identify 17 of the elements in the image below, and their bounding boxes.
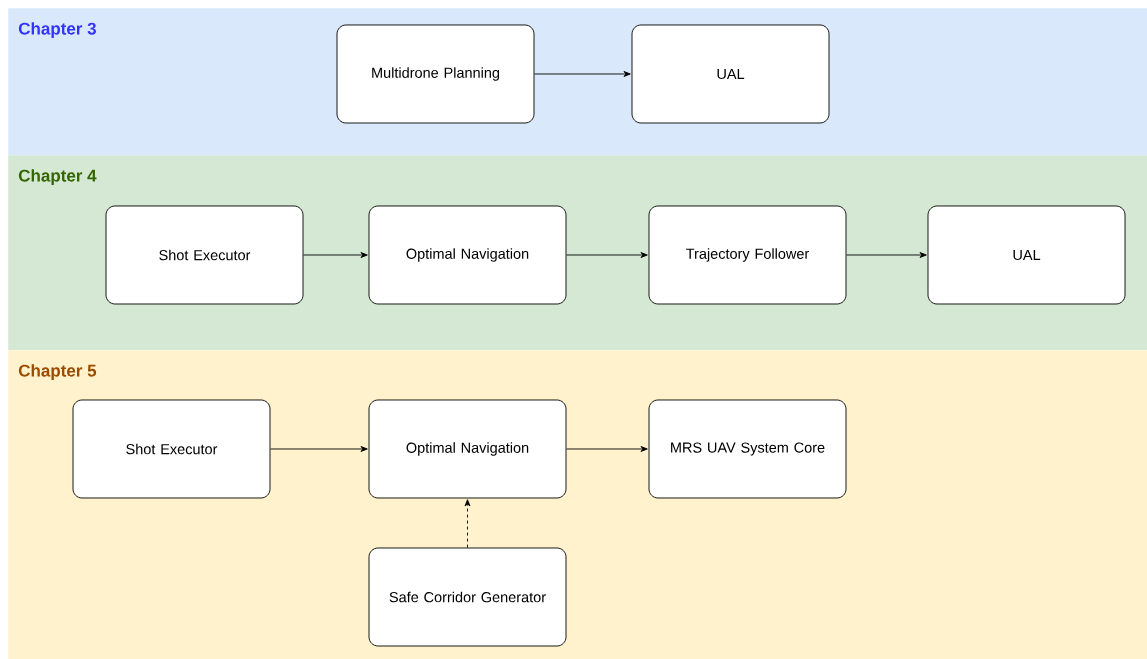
process-box: Shot Executor: [72, 399, 271, 499]
process-box: Shot Executor: [105, 205, 304, 305]
arrow: [534, 71, 631, 77]
process-box: Multidrone Planning: [336, 24, 535, 124]
process-box: UAL: [927, 205, 1126, 305]
process-box: Optimal Navigation: [368, 205, 567, 305]
arrow: [270, 446, 368, 452]
process-box: UAL: [631, 24, 830, 124]
arrow: [566, 446, 648, 452]
arrow: [566, 252, 648, 258]
process-box: MRS UAV System Core: [648, 399, 847, 499]
process-box: Optimal Navigation: [368, 399, 567, 499]
process-box: Safe Corridor Generator: [368, 547, 567, 647]
arrow: [464, 499, 471, 548]
arrow: [846, 252, 927, 258]
arrow: [303, 252, 368, 258]
process-box: Trajectory Follower: [648, 205, 847, 305]
